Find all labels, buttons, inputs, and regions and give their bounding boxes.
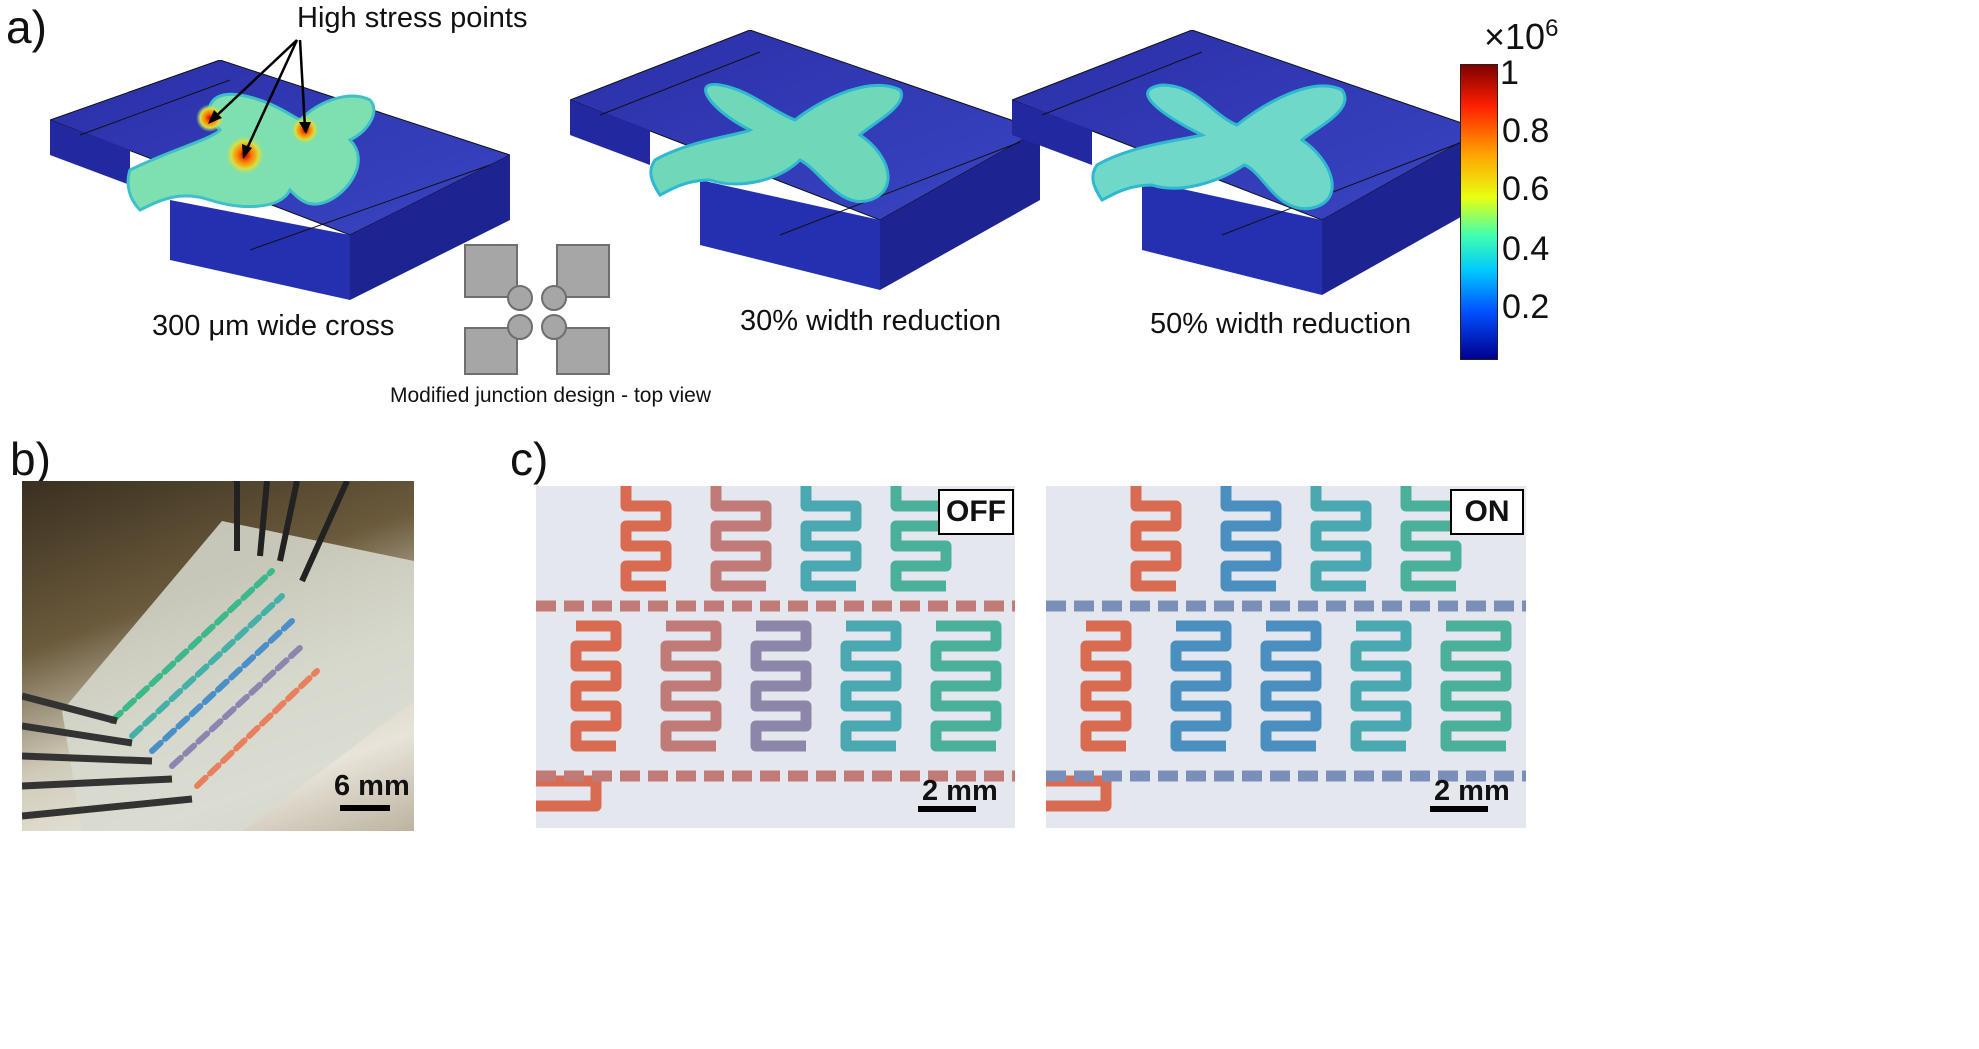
micrograph-off bbox=[536, 486, 1015, 828]
colorbar-tick-0.4: 0.4 bbox=[1502, 230, 1550, 268]
off-state-badge: OFF bbox=[938, 489, 1014, 535]
off-scalebar-label: 2 mm bbox=[922, 775, 998, 807]
caption-30pct: 30% width reduction bbox=[740, 305, 1002, 337]
device-photo bbox=[22, 481, 414, 831]
colorbar-exponent-power: 6 bbox=[1545, 15, 1559, 42]
device-photo-drawing bbox=[22, 481, 414, 831]
panel-a-label: a) bbox=[6, 1, 47, 53]
micrograph-on-drawing bbox=[1046, 486, 1526, 812]
panel-b-scalebar-label: 6 mm bbox=[334, 770, 410, 802]
junction-top-view-diagram bbox=[464, 244, 610, 375]
panel-b-scalebar bbox=[340, 805, 390, 811]
colorbar-tick-1: 1 bbox=[1500, 54, 1519, 92]
colorbar-exponent: ×106 bbox=[1484, 15, 1558, 58]
stress-arrows bbox=[208, 39, 311, 159]
colorbar-tick-0.8: 0.8 bbox=[1502, 112, 1550, 150]
on-scalebar-label: 2 mm bbox=[1434, 775, 1510, 807]
sim-50pct-reduction bbox=[1012, 30, 1482, 295]
on-scalebar bbox=[1430, 806, 1488, 812]
caption-300um-cross: 300 μm wide cross bbox=[152, 310, 395, 342]
colorbar bbox=[1460, 64, 1498, 360]
high-stress-annotation: High stress points bbox=[297, 2, 528, 34]
panel-b-label: b) bbox=[10, 433, 51, 485]
junction-caption: Modified junction design - top view bbox=[390, 384, 712, 407]
micrograph-on bbox=[1046, 486, 1526, 828]
off-scalebar bbox=[918, 806, 976, 812]
panel-c-label: c) bbox=[510, 433, 549, 485]
colorbar-tick-0.6: 0.6 bbox=[1502, 170, 1550, 208]
colorbar-tick-0.2: 0.2 bbox=[1502, 288, 1550, 326]
micrograph-off-drawing bbox=[536, 486, 1015, 812]
colorbar-exponent-base: ×10 bbox=[1484, 16, 1546, 57]
on-state-badge: ON bbox=[1450, 489, 1524, 535]
caption-50pct: 50% width reduction bbox=[1150, 308, 1412, 340]
sim-30pct-reduction bbox=[570, 30, 1040, 290]
